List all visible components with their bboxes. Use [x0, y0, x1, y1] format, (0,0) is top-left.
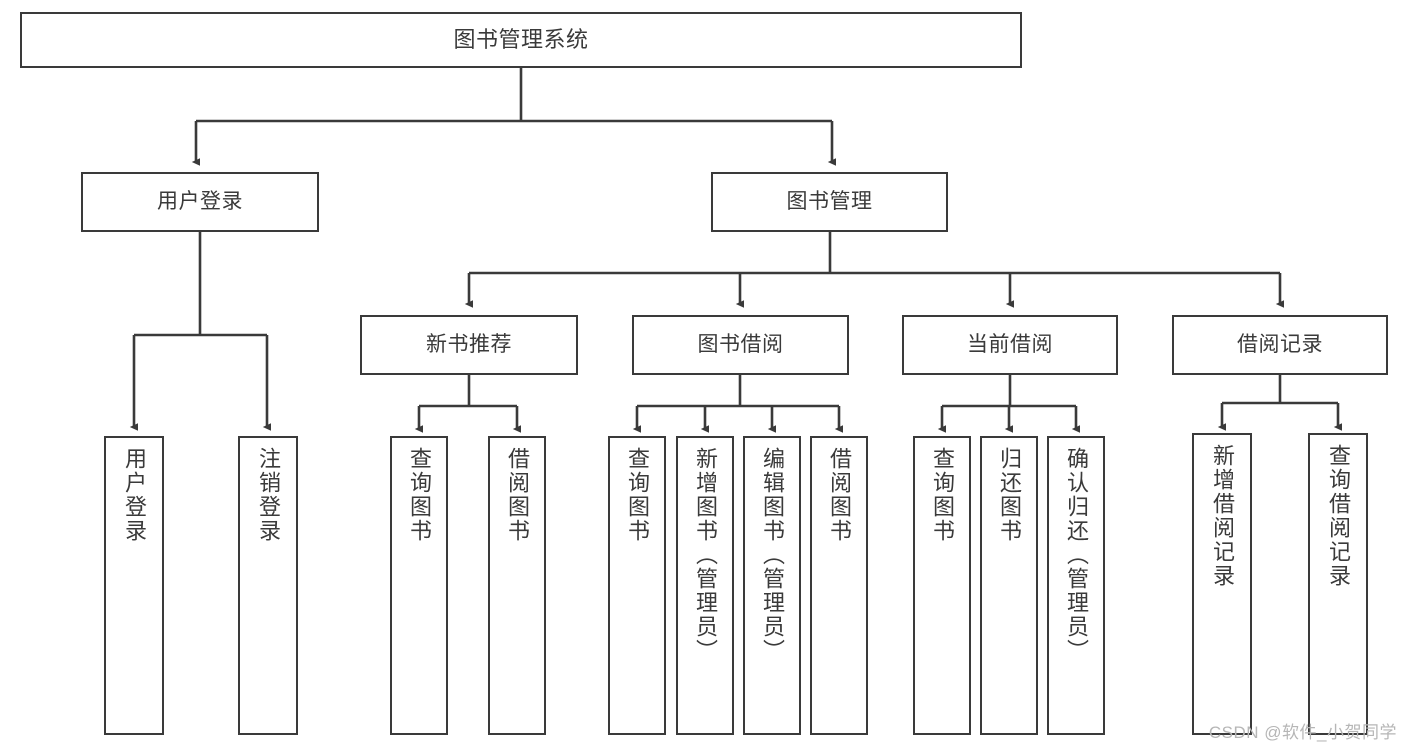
node-new-book-recommend[interactable]: 新书推荐	[360, 315, 578, 375]
leaf-record-add-record-label: 新增借阅记录	[1210, 444, 1235, 588]
node-new-book-recommend-label: 新书推荐	[426, 332, 512, 356]
leaf-user-login-signin-label: 用户登录	[122, 447, 147, 543]
leaf-current-confirm-return-admin-label: 确认归还（管理员）	[1064, 447, 1089, 663]
leaf-borrow-edit-book-admin-label: 编辑图书（管理员）	[760, 447, 785, 663]
leaf-current-confirm-return-admin[interactable]: 确认归还（管理员）	[1047, 436, 1105, 735]
node-borrow-record-label: 借阅记录	[1237, 332, 1323, 356]
leaf-recommend-query-book[interactable]: 查询图书	[390, 436, 448, 735]
node-root-system[interactable]: 图书管理系统	[20, 12, 1022, 68]
leaf-borrow-borrow-book-label: 借阅图书	[827, 447, 852, 543]
watermark-text: CSDN @软件_小贺同学	[1208, 723, 1397, 742]
leaf-current-query-book[interactable]: 查询图书	[913, 436, 971, 735]
node-current-borrow-label: 当前借阅	[967, 332, 1053, 356]
leaf-borrow-query-book-label: 查询图书	[625, 447, 650, 543]
node-book-borrow-label: 图书借阅	[697, 332, 784, 356]
node-borrow-record[interactable]: 借阅记录	[1172, 315, 1388, 375]
node-book-borrow[interactable]: 图书借阅	[632, 315, 849, 375]
leaf-borrow-add-book-admin[interactable]: 新增图书（管理员）	[676, 436, 734, 735]
leaf-current-return-book[interactable]: 归还图书	[980, 436, 1038, 735]
leaf-recommend-query-book-label: 查询图书	[407, 447, 432, 543]
leaf-record-query-record-label: 查询借阅记录	[1326, 444, 1351, 588]
leaf-current-return-book-label: 归还图书	[997, 447, 1022, 543]
leaf-recommend-borrow-book[interactable]: 借阅图书	[488, 436, 546, 735]
leaf-borrow-query-book[interactable]: 查询图书	[608, 436, 666, 735]
node-book-management[interactable]: 图书管理	[711, 172, 948, 232]
leaf-user-login-signout[interactable]: 注销登录	[238, 436, 298, 735]
node-root-system-label: 图书管理系统	[453, 27, 589, 53]
leaf-record-add-record[interactable]: 新增借阅记录	[1192, 433, 1252, 735]
leaf-recommend-borrow-book-label: 借阅图书	[505, 447, 530, 543]
leaf-borrow-borrow-book[interactable]: 借阅图书	[810, 436, 868, 735]
leaf-current-query-book-label: 查询图书	[930, 447, 955, 543]
leaf-borrow-edit-book-admin[interactable]: 编辑图书（管理员）	[743, 436, 801, 735]
node-current-borrow[interactable]: 当前借阅	[902, 315, 1118, 375]
node-user-login-label: 用户登录	[157, 189, 243, 213]
leaf-user-login-signout-label: 注销登录	[256, 447, 281, 543]
leaf-borrow-add-book-admin-label: 新增图书（管理员）	[693, 447, 718, 663]
node-book-management-label: 图书管理	[786, 189, 873, 213]
node-user-login[interactable]: 用户登录	[81, 172, 319, 232]
leaf-record-query-record[interactable]: 查询借阅记录	[1308, 433, 1368, 735]
leaf-user-login-signin[interactable]: 用户登录	[104, 436, 164, 735]
